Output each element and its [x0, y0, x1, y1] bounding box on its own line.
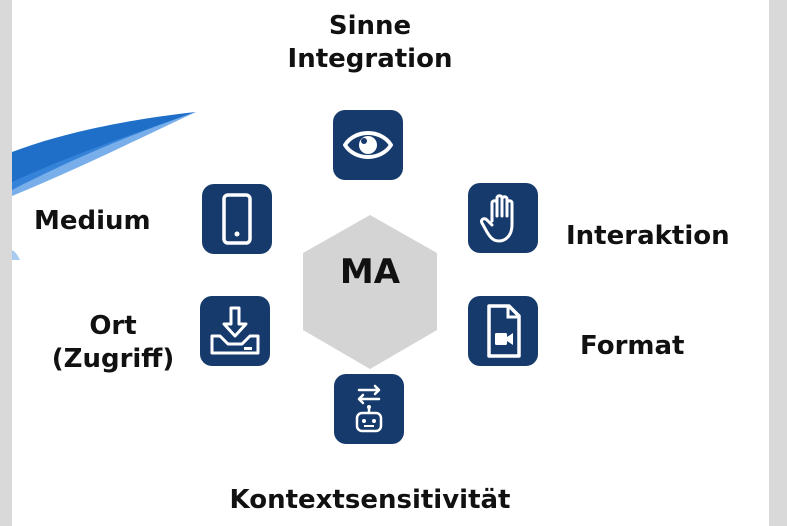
download-tray-icon [210, 306, 260, 355]
right-side-bar [769, 0, 787, 526]
label-kontextsensitivitaet: Kontextsensitivität [229, 485, 511, 515]
label-format: Format [580, 331, 685, 361]
video-file-icon [487, 304, 521, 358]
hand-icon [480, 194, 514, 243]
tile-medium [202, 184, 272, 254]
tile-sinne-integration [333, 110, 403, 180]
label-sinne-integration: Sinne Integration [270, 10, 470, 76]
robot-exchange-icon [355, 384, 383, 433]
label-integration: Integration [287, 44, 453, 74]
label-ort: Ort [89, 311, 137, 341]
label-interaktion: Interaktion [566, 221, 730, 251]
left-side-bar [0, 0, 12, 526]
label-zugriff: (Zugriff) [51, 344, 175, 374]
center-label: MA [339, 252, 401, 292]
decorative-swoosh [12, 112, 196, 260]
label-sinne: Sinne [328, 11, 412, 41]
tile-kontextsensitivitaet [334, 374, 404, 444]
tile-interaktion [468, 183, 538, 253]
label-ort-zugriff: Ort (Zugriff) [28, 310, 198, 376]
tile-format [468, 296, 538, 366]
tile-ort-zugriff [200, 296, 270, 366]
smartphone-icon [222, 193, 252, 245]
eye-icon [343, 131, 393, 159]
label-medium: Medium [34, 206, 151, 236]
